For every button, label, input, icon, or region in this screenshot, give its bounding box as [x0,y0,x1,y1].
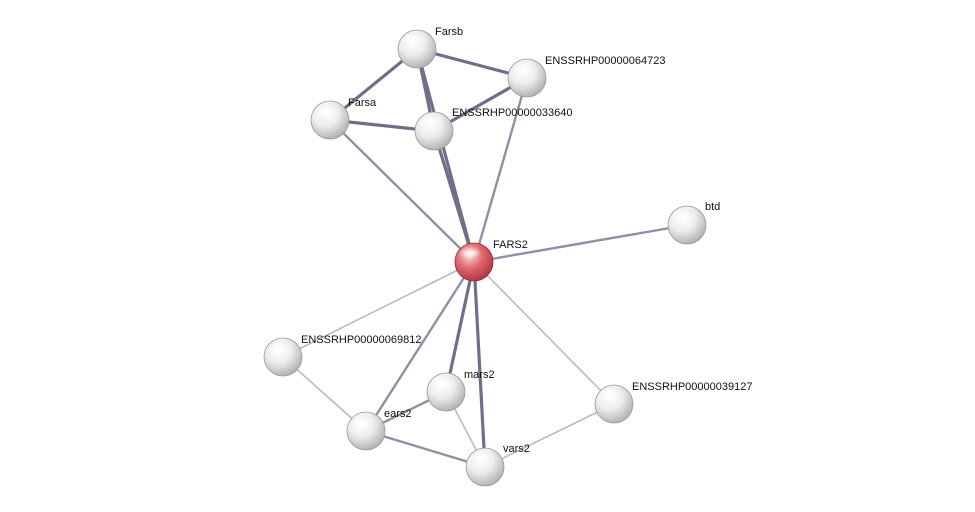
node-e39127[interactable]: ENSSRHP00000039127 [594,381,752,424]
edge-farsb-fars2 [415,47,476,264]
node-highlight-e64723 [512,63,534,75]
edge-fars2-e39127 [473,261,615,405]
node-ears2[interactable]: ears2 [346,408,412,451]
edge-farsa-fars2 [328,118,476,264]
node-label-farsb: Farsb [435,26,463,38]
node-label-e69812: ENSSRHP00000069812 [301,334,421,346]
node-e69812[interactable]: ENSSRHP00000069812 [263,334,421,377]
node-farsa[interactable]: Farsa [310,97,377,140]
node-label-e64723: ENSSRHP00000064723 [545,55,665,67]
node-highlight-e39127 [599,389,621,401]
node-label-e33640: ENSSRHP00000033640 [452,107,572,119]
node-label-mars2: mars2 [464,369,495,381]
edges-layer [282,47,689,469]
edge-btd-fars2 [472,223,689,264]
node-fars2[interactable]: FARS2 [454,239,528,282]
node-btd[interactable]: btd [667,201,720,245]
node-label-vars2: vars2 [503,443,530,455]
node-highlight-btd [672,210,694,222]
edge-fars2-e69812 [282,261,475,358]
edge-ears2-vars2 [364,429,487,469]
edge-fars2-vars2 [472,260,487,469]
node-label-fars2: FARS2 [493,239,528,251]
node-label-farsa: Farsa [348,97,377,109]
node-highlight-vars2 [470,452,492,464]
node-highlight-ears2 [351,416,373,428]
node-e64723[interactable]: ENSSRHP00000064723 [507,55,665,98]
edge-fars2-ears2 [364,260,476,433]
node-highlight-fars2 [459,247,481,259]
edge-vars2-e39127 [484,403,615,468]
nodes-layer: FarsbENSSRHP00000064723FarsaENSSRHP00000… [263,26,752,487]
node-highlight-farsb [402,34,424,46]
node-vars2[interactable]: vars2 [465,443,530,487]
node-farsb[interactable]: Farsb [397,26,463,69]
node-mars2[interactable]: mars2 [426,369,495,412]
node-e33640[interactable]: ENSSRHP00000033640 [414,107,572,151]
node-label-btd: btd [705,201,720,213]
node-highlight-mars2 [431,377,453,389]
edge-e64723-fars2 [472,76,529,264]
node-highlight-e69812 [268,342,290,354]
edge-fars2-mars2 [444,260,476,394]
node-label-ears2: ears2 [384,408,412,420]
node-label-e39127: ENSSRHP00000039127 [632,381,752,393]
node-highlight-e33640 [419,116,441,128]
node-highlight-farsa [315,105,337,117]
